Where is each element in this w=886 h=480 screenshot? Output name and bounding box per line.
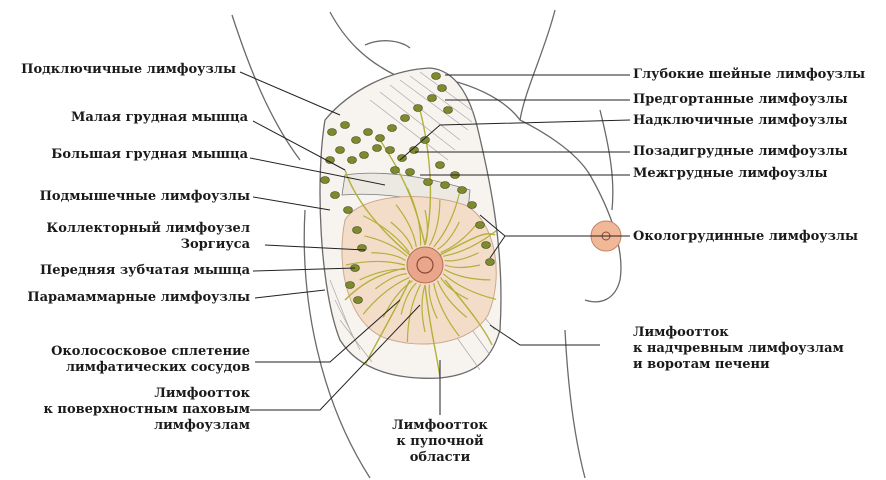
lymph-node (387, 124, 397, 132)
lymph-node (385, 146, 395, 154)
label-axillary-nodes: Подмышечные лимфоузлы (39, 189, 250, 204)
label-interpectoral-nodes: Межгрудные лимфоузлы (633, 166, 828, 181)
lymph-node (443, 106, 453, 114)
lymph-node (347, 156, 357, 164)
lymph-vessel (433, 282, 460, 337)
lymph-node (437, 84, 447, 92)
lymph-vessel (444, 264, 481, 269)
label-prelaryngeal-nodes: Предгортанные лимфоузлы (633, 92, 848, 107)
lymph-vessel (400, 282, 417, 315)
lymph-node (335, 146, 345, 154)
lymph-vessel-trunk (424, 284, 441, 379)
lymph-node (420, 136, 430, 144)
lymph-vessel (428, 199, 441, 246)
lymph-vessel (444, 268, 491, 281)
label-parasternal-nodes: Окологрудинные лимфоузлы (633, 229, 859, 244)
lymph-node (375, 134, 385, 142)
lymph-vessel (428, 284, 438, 319)
lymph-vessel (433, 193, 460, 248)
label-pectoralis-minor: Малая грудная мышца (71, 110, 248, 125)
lymph-vessel (362, 276, 410, 315)
chest-dissection (319, 67, 502, 379)
lymph-node (413, 104, 423, 112)
lymph-vessel (440, 277, 469, 300)
lymph-vessel (395, 204, 417, 248)
label-serratus-anterior: Передняя зубчатая мышца (40, 263, 250, 278)
lymph-node (343, 206, 353, 214)
lymph-vessel (444, 252, 479, 262)
lymph-vessel (371, 252, 406, 262)
lymph-vessel (362, 215, 410, 253)
lymph-node (457, 186, 467, 194)
lymph-vessel (345, 260, 406, 266)
lymph-node (431, 72, 441, 80)
lymph-vessel (375, 273, 408, 290)
lymph-vessel-trunk (344, 267, 406, 301)
lymph-node (475, 221, 485, 229)
lymph-vessel-trunk (439, 233, 496, 256)
lymph-node (372, 144, 382, 152)
lymph-node (390, 166, 400, 174)
areola (406, 246, 444, 284)
lymph-vessel (436, 280, 468, 318)
lymph-node (423, 178, 433, 186)
lymph-vessel (364, 235, 408, 257)
lymph-vessel (421, 284, 426, 333)
lymph-node (340, 121, 350, 129)
lymph-vessel (437, 221, 460, 250)
lymph-vessel (390, 221, 414, 250)
lymph-node (345, 281, 355, 289)
lymph-node (351, 136, 361, 144)
lymph-node (427, 94, 437, 102)
lymph-node (357, 244, 367, 252)
lymph-node (400, 114, 410, 122)
label-supraclavicular-nodes: Надключичные лимфоузлы (633, 113, 848, 128)
lymph-vessel (406, 284, 422, 343)
lymph-node (363, 128, 373, 136)
lymph-node (353, 296, 363, 304)
lymphatic-vessels (344, 109, 497, 379)
torso-outline (231, 9, 622, 479)
lymph-vessel (440, 222, 478, 254)
lymph-node (435, 161, 445, 169)
lymph-node (481, 241, 491, 249)
label-subclavian-nodes: Подключичные лимфоузлы (21, 62, 236, 77)
lymph-node (359, 151, 369, 159)
lymph-node (327, 128, 337, 136)
lymph-node (440, 181, 450, 189)
leader-lines (239, 71, 631, 415)
lymph-nodes (320, 72, 495, 304)
label-pectoralis-major: Большая грудная мышца (51, 147, 248, 162)
lymph-vessel-trunk (344, 169, 411, 256)
lymph-node (352, 226, 362, 234)
label-deep-cervical-nodes: Глубокие шейные лимфоузлы (633, 67, 866, 82)
lymph-vessel-trunk (419, 109, 432, 246)
lymph-node (467, 201, 477, 209)
label-paramammary-nodes: Парамаммарные лимфоузлы (27, 290, 250, 305)
lymph-node (320, 176, 330, 184)
lymph-vessel (442, 273, 497, 300)
lymph-node (405, 168, 415, 176)
lymph-vessel-trunk (444, 279, 493, 346)
lymph-node (485, 258, 495, 266)
label-retropectoral-nodes: Позадигрудные лимфоузлы (633, 144, 848, 159)
lymph-node (330, 191, 340, 199)
